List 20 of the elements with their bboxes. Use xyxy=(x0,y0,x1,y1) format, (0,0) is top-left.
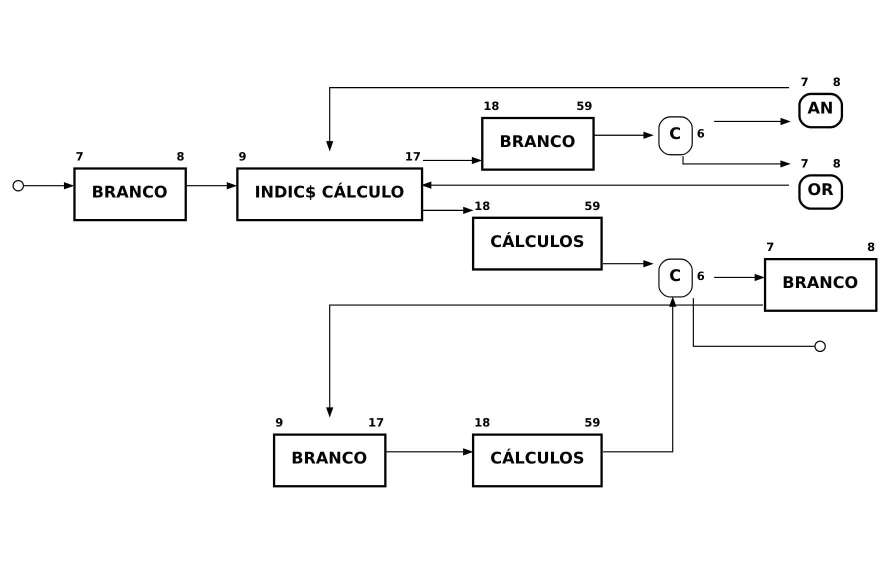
node-label: 9 xyxy=(275,415,284,430)
node-label: 8 xyxy=(832,74,841,88)
node-label: 9 xyxy=(238,148,246,163)
node-label: 59 xyxy=(584,198,600,212)
node-label: 8 xyxy=(867,240,876,254)
node-label: 17 xyxy=(404,148,421,163)
node-label: 17 xyxy=(368,415,384,430)
node-label: 7 xyxy=(76,148,84,163)
node-label: 18 xyxy=(483,98,500,113)
node-label: 8 xyxy=(832,156,841,170)
node-label: 18 xyxy=(474,415,490,430)
node-label: 6 xyxy=(696,268,705,282)
node-label: 6 xyxy=(696,126,705,140)
node-label: 8 xyxy=(176,148,185,163)
node-label: 59 xyxy=(576,98,592,113)
node-label: 7 xyxy=(766,240,774,254)
node-label: 7 xyxy=(800,156,809,170)
node-label: 7 xyxy=(800,74,809,88)
node-label: 59 xyxy=(584,415,600,430)
node-label: 18 xyxy=(474,198,490,212)
